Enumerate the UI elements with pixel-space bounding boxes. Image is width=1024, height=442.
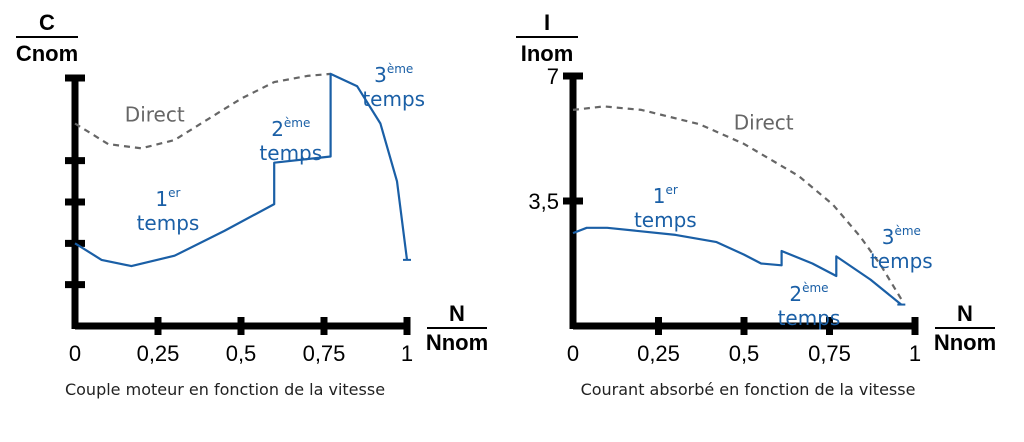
stage-label: 1er [155, 186, 180, 211]
stage-number: 3 [374, 63, 387, 87]
chart-caption: Couple moteur en fonction de la vitesse [65, 380, 385, 399]
y-label-denominator: Inom [521, 41, 574, 66]
stage-number: 1 [653, 184, 666, 208]
x-label-denominator: Nnom [426, 330, 488, 355]
stage-suffix: er [666, 183, 678, 197]
stage-number: 1 [155, 187, 168, 211]
stage-label-temps: temps [778, 306, 841, 330]
x-label-denominator: Nnom [934, 330, 996, 355]
x-tick-label: 0,75 [303, 341, 346, 366]
x-tick-label: 0,25 [637, 341, 680, 366]
stage-number: 2 [271, 117, 284, 141]
stage-label: 1er [653, 183, 678, 208]
x-tick-label: 1 [909, 341, 921, 366]
stage-label: 3ème [882, 224, 921, 249]
x-tick-label: 0,5 [729, 341, 760, 366]
stage-suffix: ème [284, 116, 310, 130]
stage-suffix: ème [894, 224, 920, 238]
series-stages-line [74, 72, 409, 268]
x-label-numerator: N [449, 301, 465, 326]
direct-label: Direct [125, 102, 185, 126]
x-tick-label: 1 [401, 341, 413, 366]
y-label-numerator: C [39, 10, 55, 35]
chart-caption: Courant absorbé en fonction de la vitess… [581, 380, 916, 399]
series-direct-line [74, 72, 331, 150]
stage-label-temps: temps [362, 87, 425, 111]
stage-label-temps: temps [137, 211, 200, 235]
y-label-numerator: I [544, 10, 550, 35]
stage-label: 2ème [789, 281, 828, 306]
x-tick-label: 0,5 [226, 341, 257, 366]
stage-label-temps: temps [870, 249, 933, 273]
x-tick-label: 0,25 [137, 341, 180, 366]
y-tick-label: 7 [547, 64, 559, 89]
x-tick-label: 0 [567, 341, 579, 366]
direct-label: Direct [734, 111, 794, 135]
stage-number: 2 [789, 282, 802, 306]
stage-label: 3ème [374, 62, 413, 87]
x-label-numerator: N [957, 301, 973, 326]
series-direct-line [572, 105, 903, 300]
x-tick-label: 0,75 [808, 341, 851, 366]
stage-label: 2ème [271, 116, 310, 141]
y-tick-label: 3,5 [528, 189, 559, 214]
x-tick-label: 0 [69, 341, 81, 366]
series-stages-line [572, 226, 902, 306]
stage-suffix: ème [802, 281, 828, 295]
y-label-denominator: Cnom [16, 41, 78, 66]
stage-label-temps: temps [634, 208, 697, 232]
stage-suffix: ème [387, 62, 413, 76]
stage-suffix: er [168, 186, 180, 200]
stage-number: 3 [882, 225, 895, 249]
stage-label-temps: temps [259, 141, 322, 165]
